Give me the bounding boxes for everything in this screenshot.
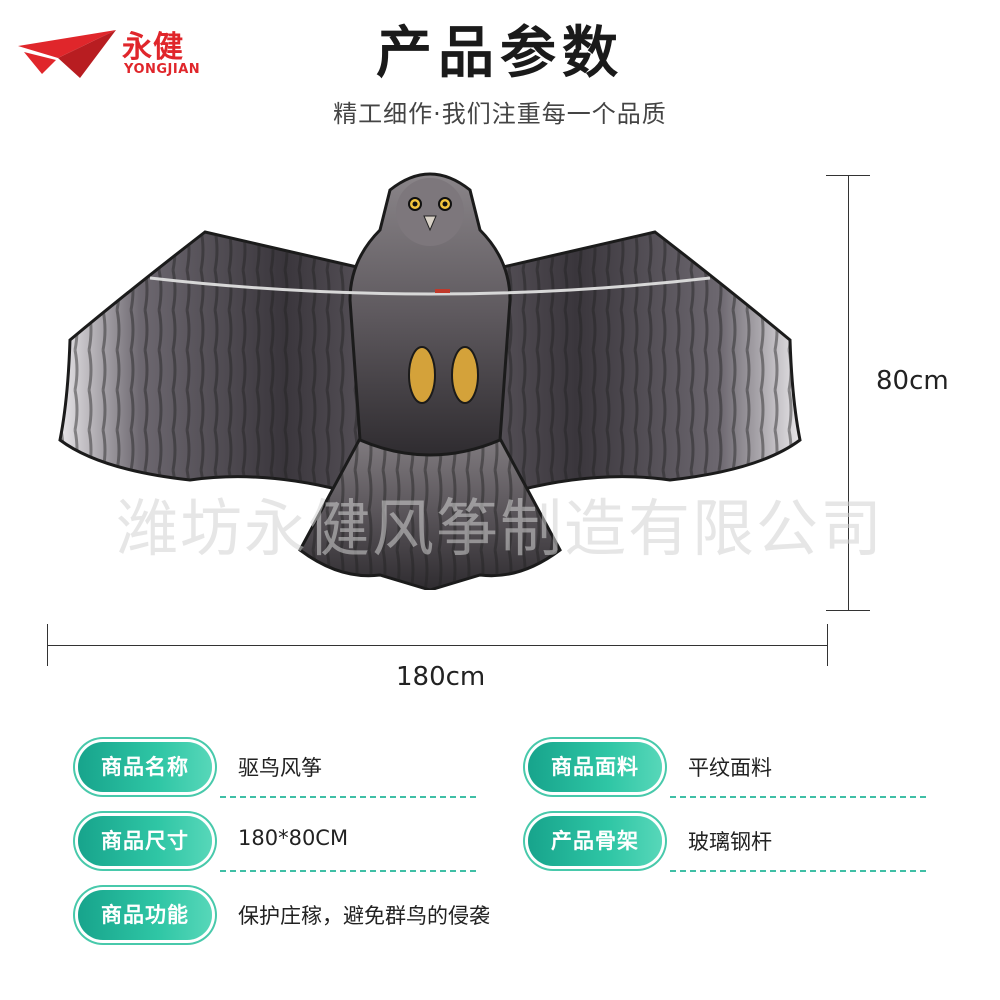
spec-label-badge: [528, 816, 662, 866]
brand-name-en: YONGJIAN: [124, 62, 201, 77]
page-subtitle: 精工细作·我们注重每一个品质: [333, 100, 667, 128]
spec-value: 保护庄稼，避免群鸟的侵袭: [238, 904, 490, 928]
spec-divider: [220, 796, 476, 798]
height-label: 80cm: [876, 366, 949, 396]
brand-name-cn: 永健: [122, 30, 184, 65]
spec-row-frame: 产品骨架 玻璃钢杆: [528, 816, 948, 872]
spec-row-size: 商品尺寸 180*80CM: [78, 816, 498, 872]
spec-label: 产品骨架: [551, 829, 639, 853]
spec-label: 商品面料: [551, 755, 639, 779]
spec-label: 商品功能: [101, 903, 189, 927]
spec-label-badge: [528, 742, 662, 792]
spec-divider: [670, 870, 926, 872]
spec-value: 180*80CM: [238, 826, 349, 850]
brand-logo: 永健 YONGJIAN: [18, 18, 218, 82]
eagle-kite-icon: [58, 172, 802, 590]
width-dimension-cap-right: [827, 624, 828, 666]
spec-label-badge: [78, 890, 212, 940]
spec-label-badge: [78, 816, 212, 866]
spec-value: 驱鸟风筝: [238, 756, 322, 780]
spec-row-name: 商品名称 驱鸟风筝: [78, 742, 498, 798]
spec-row-fabric: 商品面料 平纹面料: [528, 742, 948, 798]
paper-plane-icon: [18, 30, 116, 78]
spec-label: 商品名称: [101, 755, 189, 779]
spec-label-badge: [78, 742, 212, 792]
spec-row-function: 商品功能 保护庄稼，避免群鸟的侵袭: [78, 890, 598, 946]
width-label: 180cm: [396, 662, 486, 692]
width-dimension-line: [47, 645, 828, 646]
height-dimension-cap-bottom: [826, 610, 870, 611]
spec-divider: [220, 870, 476, 872]
spec-value: 玻璃钢杆: [688, 830, 772, 854]
spec-value: 平纹面料: [688, 756, 772, 780]
spec-divider: [670, 796, 926, 798]
page-title: 产品参数: [376, 21, 624, 86]
spec-label: 商品尺寸: [101, 829, 189, 853]
height-dimension-line: [848, 175, 849, 611]
